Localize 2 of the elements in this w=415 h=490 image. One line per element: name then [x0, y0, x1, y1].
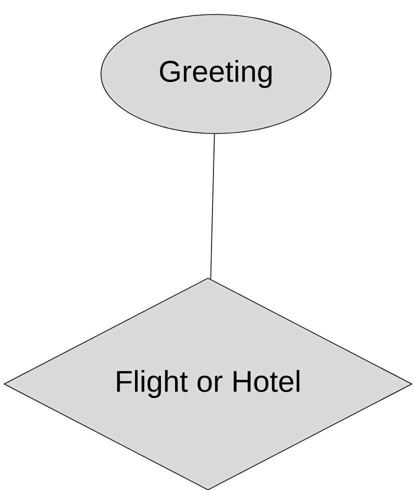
ellipse-node: Greeting: [100, 14, 332, 134]
connector-line: [210, 134, 215, 280]
